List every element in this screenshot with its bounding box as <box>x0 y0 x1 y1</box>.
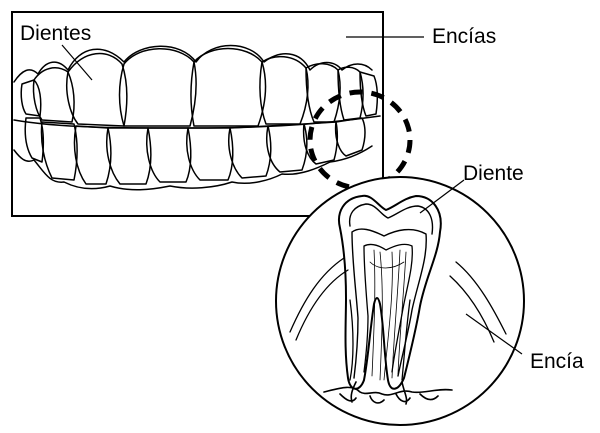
label-gum: Encía <box>530 350 584 373</box>
label-gums: Encías <box>432 25 496 48</box>
magnified-tooth-view <box>276 177 524 425</box>
label-tooth: Diente <box>463 162 524 185</box>
label-teeth: Dientes <box>20 22 91 45</box>
magnified-circle <box>276 177 524 425</box>
